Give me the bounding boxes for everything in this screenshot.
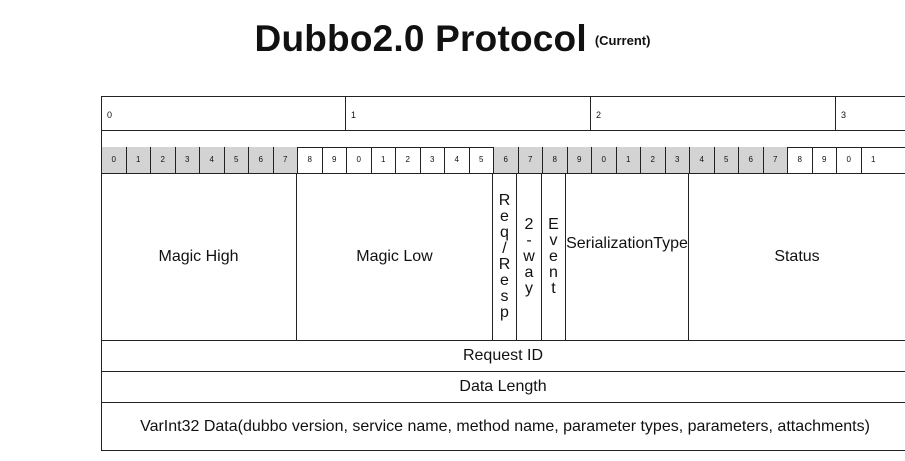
field-divider-serial-left xyxy=(565,173,566,340)
bit-cell: 8 xyxy=(787,147,812,173)
bit-cell: 7 xyxy=(272,147,297,173)
bit-cell: 7 xyxy=(762,147,787,173)
bit-cell: 5 xyxy=(713,147,738,173)
bit-cell: 3 xyxy=(419,147,445,173)
field-divider-twoway-left xyxy=(516,173,517,340)
bit-cell: 1 xyxy=(370,147,396,173)
field-divider-event-left xyxy=(541,173,542,340)
bit-cell: 1 xyxy=(125,147,150,173)
bit-cell: 4 xyxy=(689,147,714,173)
row-line-bottom xyxy=(101,450,905,451)
bit-cell: 6 xyxy=(738,147,763,173)
title-main: Dubbo2.0 Protocol xyxy=(254,18,587,59)
field-divider-magic xyxy=(296,173,297,340)
bit-cell: 6 xyxy=(248,147,273,173)
field-divider-status-left xyxy=(688,173,689,340)
bit-cell: 5 xyxy=(468,147,494,173)
bit-cell: 8 xyxy=(542,147,567,173)
row-line-requestid-bottom xyxy=(101,371,905,372)
bit-cell: 2 xyxy=(640,147,665,173)
bit-cell: 8 xyxy=(297,147,322,173)
bit-cell: 7 xyxy=(517,147,542,173)
bit-cell: 5 xyxy=(223,147,248,173)
bit-cell: 4 xyxy=(199,147,224,173)
byte-divider-3 xyxy=(835,96,836,130)
byte-label-1: 1 xyxy=(351,110,357,120)
bit-cell: 4 xyxy=(444,147,469,173)
bit-cell: 1 xyxy=(860,147,886,173)
bit-cell: 3 xyxy=(664,147,689,173)
field-data-length: Data Length xyxy=(459,378,547,395)
bit-cell: 0 xyxy=(346,147,371,173)
row-line-bits-bottom xyxy=(101,173,905,174)
row-line-fields-bottom xyxy=(101,340,905,341)
bit-cell: 0 xyxy=(836,147,861,173)
row-line-datalength-bottom xyxy=(101,402,905,403)
bit-cell: 0 xyxy=(101,147,126,173)
diagram-title: Dubbo2.0 Protocol (Current) xyxy=(0,18,905,60)
field-request-id: Request ID xyxy=(462,347,544,364)
byte-label-3: 3 xyxy=(841,110,847,120)
field-varint-data: VarInt32 Data(dubbo version, service nam… xyxy=(140,417,870,435)
field-status: Status xyxy=(774,247,820,265)
byte-divider-1 xyxy=(345,96,346,130)
bit-cell: 1 xyxy=(615,147,640,173)
bit-cell: 2 xyxy=(150,147,175,173)
byte-label-2: 2 xyxy=(596,110,602,120)
row-line-bytes-bottom xyxy=(101,130,905,131)
byte-label-0: 0 xyxy=(107,110,113,120)
bit-cell: 0 xyxy=(591,147,616,173)
field-serialization-type: SerializationType xyxy=(566,235,688,252)
bit-cell: 3 xyxy=(174,147,199,173)
bit-cell: 6 xyxy=(493,147,518,173)
bit-cell: 2 xyxy=(395,147,420,173)
bit-cell: 9 xyxy=(811,147,837,173)
field-magic-low: Magic Low xyxy=(356,247,433,265)
field-divider-reqresp-left xyxy=(492,173,493,340)
title-subtitle: (Current) xyxy=(594,33,651,48)
bit-cell: 9 xyxy=(321,147,347,173)
byte-divider-2 xyxy=(590,96,591,130)
row-line-top xyxy=(101,96,905,97)
left-border xyxy=(101,96,102,450)
bit-cell: 9 xyxy=(566,147,591,173)
field-magic-high: Magic High xyxy=(158,247,239,265)
